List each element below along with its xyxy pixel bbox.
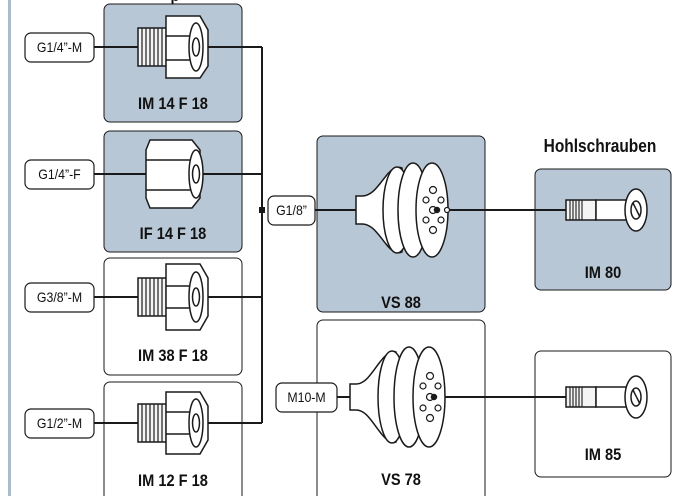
hollow-screw-icon-im80 [565, 188, 648, 232]
adapter-name-3: IM 38 F 18 [138, 346, 208, 365]
port-tag-4: G1/2”-M [36, 415, 83, 431]
adapter-fitting-icon-3 [137, 263, 209, 331]
port-tag-3: G3/8”-M [36, 289, 83, 305]
port-tag-1: G1/4”-M [36, 39, 83, 55]
bellows-suction-cup-icon-vs88 [355, 162, 451, 258]
adapter-fitting-icon-2 [145, 139, 204, 209]
adapter-name-4: IM 12 F 18 [138, 471, 208, 490]
port-tag-box-2 [24, 159, 95, 190]
hollow-screw-icon-im85 [565, 375, 648, 419]
bellows-suction-cup-icon-vs78 [349, 346, 446, 448]
top-cut-label: p [162, 0, 188, 6]
adapter-name-2: IF 14 F 18 [139, 224, 207, 243]
port-tag-cup-1: G1/8” [276, 202, 307, 218]
port-tag-box-1 [24, 32, 95, 63]
screw-name-im80: IM 80 [584, 263, 622, 282]
section-heading: Hohlschrauben [543, 136, 657, 156]
left-accent-rule [8, 0, 11, 496]
cup-name-vs78: VS 78 [381, 470, 421, 489]
port-tag-2: G1/4”-F [38, 166, 81, 182]
adapter-fitting-icon-4 [137, 391, 209, 455]
port-tag-box-3 [24, 282, 95, 313]
port-tag-cup-2: M10-M [287, 389, 326, 405]
adapter-fitting-icon-1 [137, 15, 209, 79]
port-tag-box-cup-2 [275, 382, 338, 413]
connection-lines [94, 46, 566, 424]
adapter-name-1: IM 14 F 18 [138, 94, 208, 113]
port-tag-box-cup-1 [267, 195, 316, 226]
cup-name-vs88: VS 88 [381, 293, 421, 312]
port-tag-box-4 [24, 408, 95, 439]
screw-name-im85: IM 85 [584, 445, 622, 464]
